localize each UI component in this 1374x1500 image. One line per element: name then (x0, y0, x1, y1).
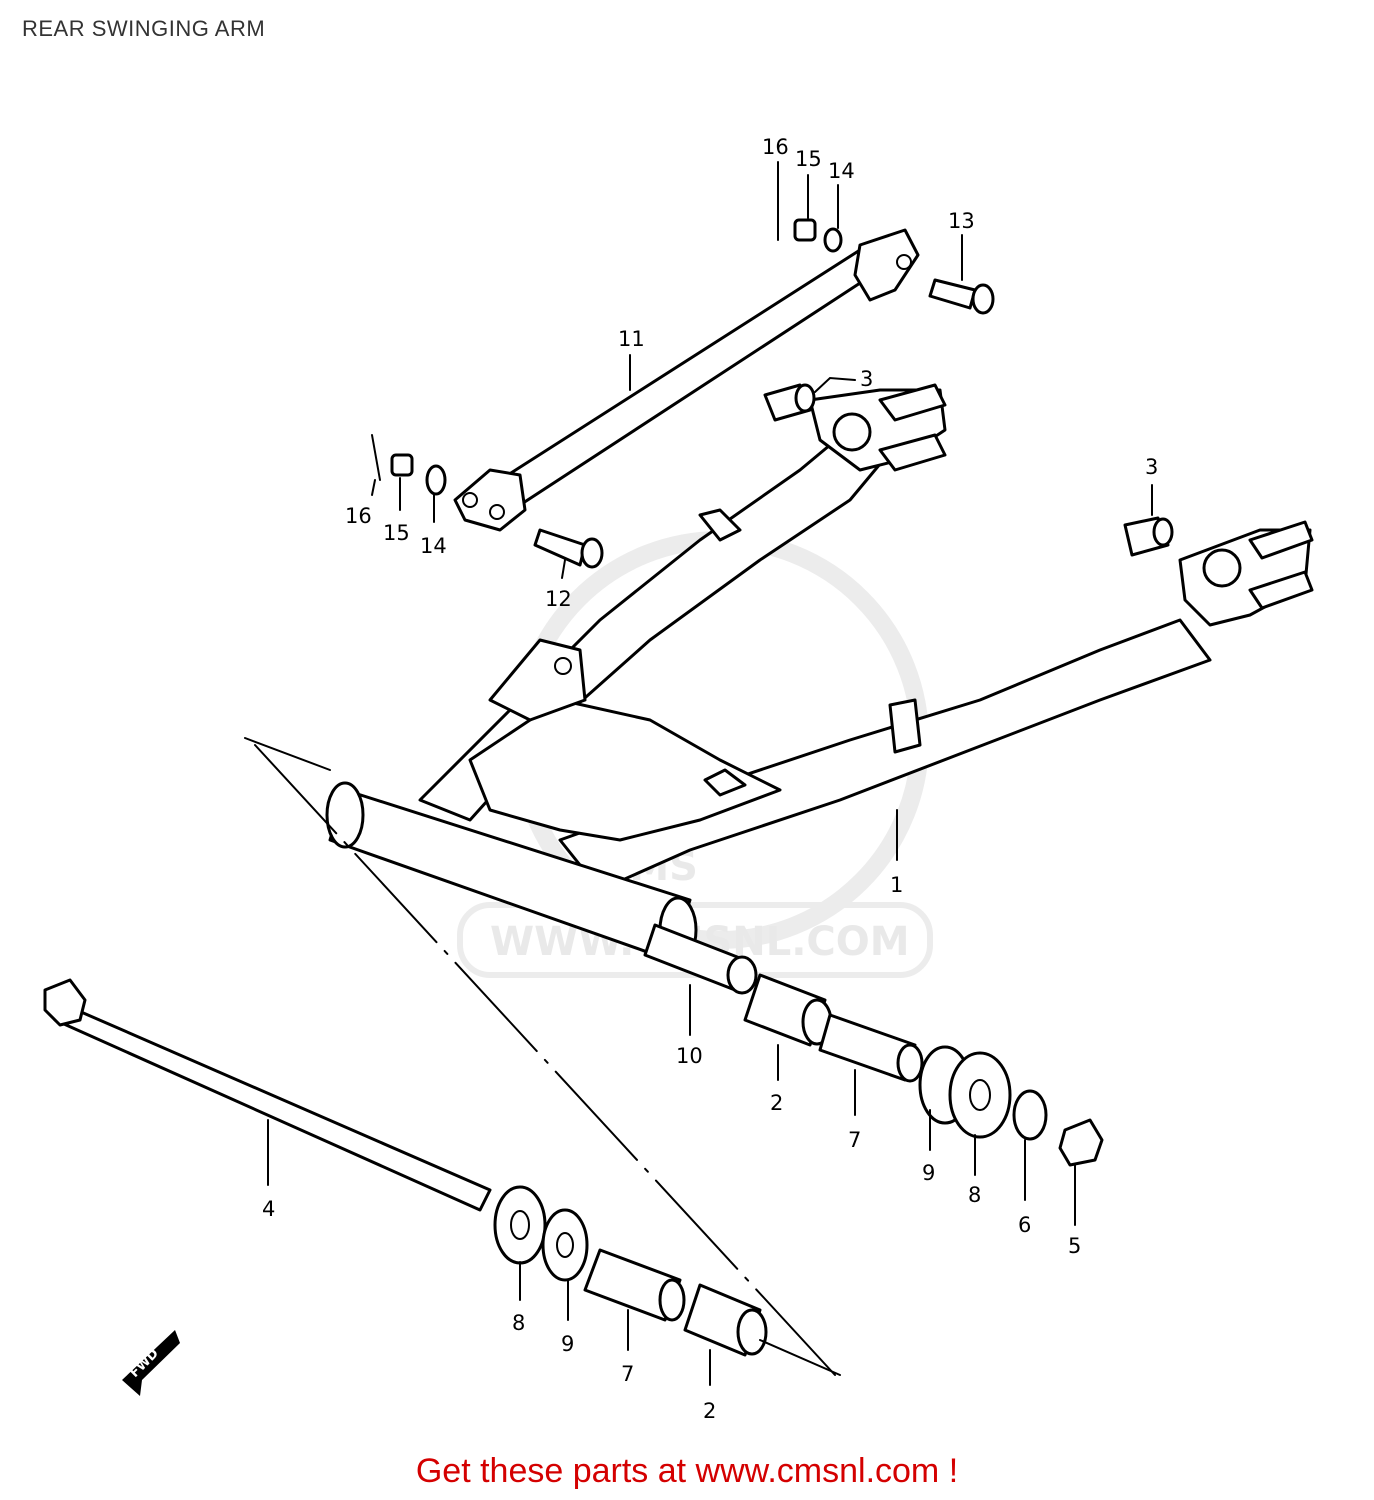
callout-4[interactable]: 4 (262, 1197, 275, 1221)
assembly-guide-lines (244, 737, 841, 1376)
callout-11[interactable]: 11 (618, 327, 645, 351)
callout-6[interactable]: 6 (1018, 1213, 1031, 1237)
page-title: REAR SWINGING ARM (22, 16, 266, 41)
parts-diagram: CMS WWW.CMSNL.COM (43, 135, 1314, 1423)
callout-labels: 1 2 2 3 3 4 5 6 7 7 8 8 9 9 10 11 12 13 … (262, 135, 1158, 1423)
callout-9-left[interactable]: 9 (561, 1332, 574, 1356)
callout-7-left[interactable]: 7 (621, 1362, 634, 1386)
callout-5[interactable]: 5 (1068, 1234, 1081, 1258)
hardware-right (643, 923, 1104, 1167)
callout-1[interactable]: 1 (890, 873, 903, 897)
callout-8-right[interactable]: 8 (968, 1183, 981, 1207)
callout-9-right[interactable]: 9 (922, 1161, 935, 1185)
hardware-left (493, 1185, 768, 1357)
callout-16-lower[interactable]: 16 (345, 504, 372, 528)
hardware-upper (371, 174, 843, 496)
forward-direction-marker: FWD (122, 1330, 180, 1396)
callout-14-lower[interactable]: 14 (420, 534, 447, 558)
callout-3-left[interactable]: 3 (860, 367, 873, 391)
torque-link (453, 228, 920, 532)
footer-link[interactable]: Get these parts at www.cmsnl.com ! (415, 1452, 959, 1490)
callout-16-upper[interactable]: 16 (762, 135, 789, 159)
callout-15-upper[interactable]: 15 (795, 147, 822, 171)
callout-2-right[interactable]: 2 (770, 1091, 783, 1115)
link-bolts (533, 278, 995, 569)
callout-7-right[interactable]: 7 (848, 1128, 861, 1152)
pivot-shaft (43, 978, 492, 1212)
bushes (763, 383, 1174, 557)
callout-10[interactable]: 10 (676, 1044, 703, 1068)
swing-arm-frame (325, 383, 1314, 964)
leader-lines (267, 161, 1153, 1386)
callout-13[interactable]: 13 (948, 209, 975, 233)
callout-15-lower[interactable]: 15 (383, 521, 410, 545)
callout-2-left[interactable]: 2 (703, 1399, 716, 1423)
callout-12[interactable]: 12 (545, 587, 572, 611)
callout-8-left[interactable]: 8 (512, 1311, 525, 1335)
callout-14-upper[interactable]: 14 (828, 159, 855, 183)
callout-3-right[interactable]: 3 (1145, 455, 1158, 479)
